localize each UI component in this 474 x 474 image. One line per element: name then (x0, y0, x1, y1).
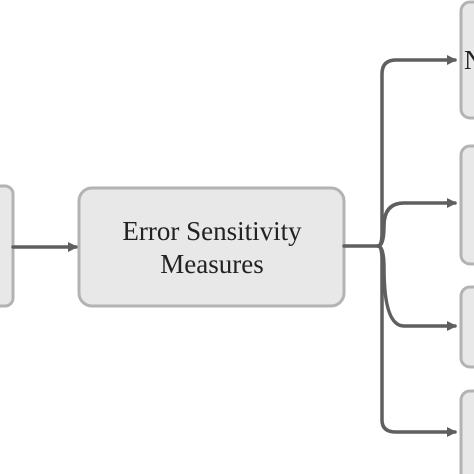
error-sensitivity-box (77, 186, 346, 308)
center-node-line1: Error Sensitivity (122, 216, 302, 246)
right-box-2 (459, 144, 474, 266)
arrow-branch-2 (376, 198, 457, 248)
right-box-4 (459, 389, 474, 474)
right-box-3 (459, 285, 474, 369)
right-box-1 (459, 0, 474, 120)
left-input-box (0, 184, 15, 308)
arrow-branch-3 (376, 244, 457, 331)
right-box-1-letter: N (464, 45, 474, 75)
center-node-line2: Measures (160, 249, 263, 279)
arrow-branch-1 (376, 55, 457, 248)
arrow-branch-4 (376, 244, 457, 437)
